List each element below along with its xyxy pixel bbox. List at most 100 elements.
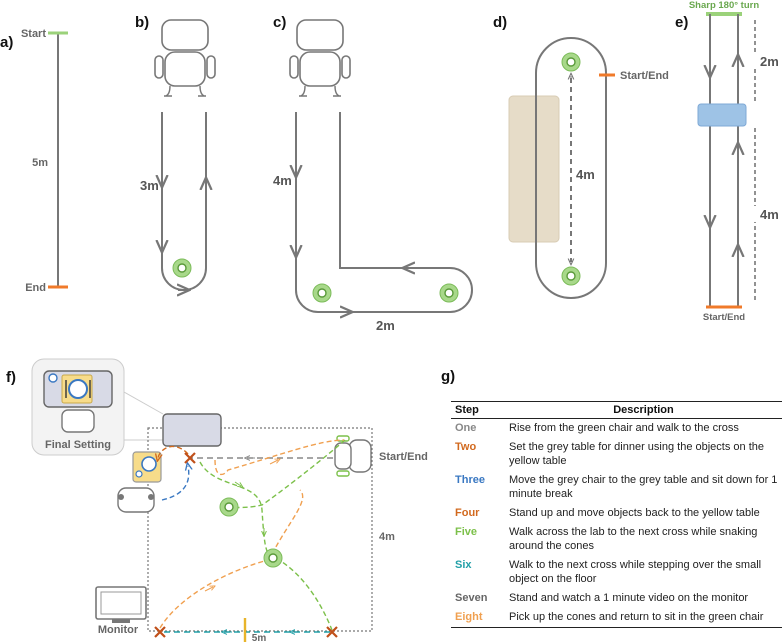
step-two-path: [158, 445, 189, 458]
label-backdrop: [752, 53, 782, 69]
room-width-label: 5m: [252, 633, 267, 642]
bottom-distance-label: 4m: [760, 207, 779, 222]
table-row: Two Set the grey table for dinner using t…: [451, 438, 782, 471]
grey-chair-icon: [61, 409, 95, 433]
grey-chair-icon: [117, 487, 155, 513]
panel-c-letter: c): [273, 14, 286, 31]
green-chair-icon: [334, 435, 372, 477]
table-row: Three Move the grey chair to the grey tab…: [451, 471, 782, 504]
step-eight-path-2: [271, 489, 304, 555]
step-eight-path-3: [214, 439, 345, 476]
cone-icon: [263, 548, 283, 568]
table-obstacle: [508, 95, 560, 243]
start-label: Start: [21, 28, 46, 40]
start-end-label: Start/End: [620, 70, 669, 82]
step-description: Walk to the next cross while stepping ov…: [509, 559, 762, 585]
distance-label: 3m: [140, 178, 159, 193]
chair-armrest: [148, 494, 154, 500]
inset-connector: [123, 391, 164, 415]
blue-obstacle: [697, 103, 747, 127]
panel-a: a) Start 5m End: [0, 28, 68, 294]
room-boundary: [147, 427, 373, 632]
step-description: Set the grey table for dinner using the …: [509, 441, 764, 467]
arrow-icon: [234, 481, 241, 486]
cup-icon: [48, 373, 58, 383]
step-five-path: [199, 461, 333, 631]
table-row: Seven Stand and watch a 1 minute video on…: [451, 589, 782, 608]
step-description: Rise from the green chair and walk to th…: [509, 422, 739, 434]
distance-label: 5m: [32, 157, 48, 169]
label-backdrop: [576, 164, 600, 184]
step-column-header: Step: [451, 401, 505, 419]
chair-icon: [154, 19, 216, 97]
steps-body: One Rise from the green chair and walk to…: [451, 419, 782, 628]
panel-e: e) Sharp 180° turn 2m 4m Start/End: [675, 0, 782, 323]
l-shaped-path: [295, 112, 473, 313]
end-label: End: [25, 282, 46, 294]
step-description: Pick up the cones and return to sit in t…: [505, 608, 782, 628]
step-name: Three: [455, 474, 485, 486]
chair-icon: [289, 19, 351, 97]
table-row: Five Walk across the lab to the next cros…: [451, 523, 782, 556]
panel-f-letter: f): [6, 369, 16, 386]
steps-table: Step Description One Rise from the green …: [451, 401, 782, 628]
cross-icon: [183, 451, 197, 465]
plate-icon: [68, 379, 88, 399]
table-header-row: Step Description: [451, 401, 782, 419]
table-row: Six Walk to the next cross while stepping…: [451, 556, 782, 589]
cross-icon: [153, 625, 167, 639]
cone-icon: [561, 52, 581, 72]
step-name: One: [455, 422, 477, 434]
room-height-label: 4m: [379, 531, 395, 543]
panel-b-letter: b): [135, 14, 149, 31]
panel-c: c) 4m 2m: [273, 14, 473, 333]
step-name: Seven: [455, 592, 488, 604]
distance-label: 4m: [576, 167, 595, 182]
panel-b: b) 3m: [135, 14, 216, 290]
panel-d: d) Start/End 4m: [493, 14, 669, 299]
label-backdrop: [248, 634, 270, 642]
step-description: Stand up and move objects back to the ye…: [509, 507, 760, 519]
chair-armrest: [118, 494, 124, 500]
monitor-stand: [112, 619, 130, 623]
step-name: Two: [455, 441, 477, 453]
cone-icon: [172, 258, 192, 278]
panel-f: f) Final Setting Start/End: [6, 358, 428, 642]
start-end-label: Start/End: [703, 312, 745, 323]
description-column-header: Description: [505, 401, 782, 419]
cup-icon: [135, 470, 143, 478]
table-row: One Rise from the green chair and walk to…: [451, 419, 782, 439]
cone-icon: [561, 266, 581, 286]
vertical-distance-label: 4m: [273, 173, 292, 188]
panel-a-letter: a): [0, 34, 13, 51]
arrow-icon: [269, 460, 278, 465]
step-description: Stand and watch a 1 minute video on the …: [509, 592, 749, 604]
cone-icon: [219, 497, 239, 517]
step-name: Eight: [451, 608, 505, 628]
panel-g-letter: g): [441, 368, 456, 385]
final-setting-label: Final Setting: [45, 439, 111, 451]
table-row: Four Stand up and move objects back to th…: [451, 504, 782, 523]
horizontal-distance-label: 2m: [376, 318, 395, 333]
step-name: Four: [455, 507, 480, 519]
step-name: Five: [455, 526, 478, 538]
panel-d-letter: d): [493, 14, 507, 31]
step-description: Move the grey chair to the grey table an…: [509, 474, 778, 500]
oval-path: [535, 37, 607, 299]
step-description: Walk across the lab to the next cross wh…: [509, 526, 758, 552]
grey-table: [162, 413, 222, 447]
monitor-screen: [100, 591, 142, 615]
top-distance-label: 2m: [760, 54, 779, 69]
cone-icon: [439, 283, 459, 303]
monitor-label: Monitor: [98, 624, 139, 636]
panel-e-letter: e): [675, 14, 688, 31]
turn-label: Sharp 180° turn: [689, 0, 760, 11]
step-name: Six: [455, 559, 472, 571]
arrow-icon: [204, 587, 213, 592]
step-three-path: [161, 466, 189, 501]
cone-icon: [312, 283, 332, 303]
start-end-label: Start/End: [379, 451, 428, 463]
step-eight-path: [159, 559, 269, 629]
